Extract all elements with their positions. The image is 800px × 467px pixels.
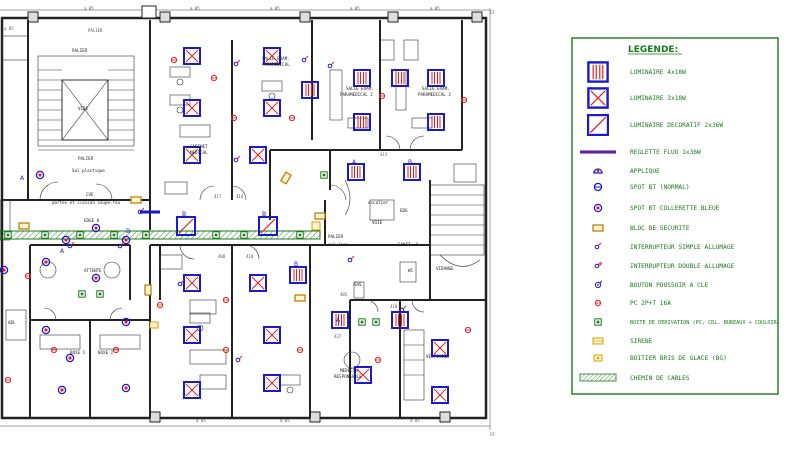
room-boxe1: BOXE 1	[70, 350, 86, 355]
room-cabinet: CABINET	[190, 144, 208, 149]
room-cabinet-sub: MEDICAL	[190, 150, 208, 155]
room-salle-exam-right: SALLE EXAM.	[422, 86, 450, 91]
legend-label-5: SPOT BT (NORMAL)	[630, 184, 690, 191]
svg-text:a 85: a 85	[4, 26, 14, 31]
svg-text:CF: CF	[490, 432, 495, 437]
svg-text:415: 415	[380, 152, 388, 157]
svg-text:B: B	[262, 211, 266, 218]
room-cve: CVE	[86, 192, 94, 197]
legend-label-12: BOITE DE DERIVATION (PC, CDL, BUREAUX + …	[630, 320, 780, 326]
legend-title: LEGENDE:	[628, 45, 678, 55]
room-escalier: escalier	[368, 200, 389, 205]
legend-label-1: LUMINAIRE 3x18W	[630, 95, 686, 102]
svg-text:a 85: a 85	[84, 6, 94, 11]
svg-text:B: B	[182, 211, 186, 218]
svg-text:B: B	[294, 261, 298, 268]
room-palier-mid-sub: Sol plastique	[72, 168, 105, 173]
room-adl: ADL	[8, 320, 16, 325]
svg-text:405: 405	[340, 292, 348, 297]
legend-symbol-sirene-icon	[592, 337, 604, 345]
svg-text:416: 416	[236, 194, 244, 199]
room-sanit: SANIT. H	[398, 242, 419, 247]
svg-text:a 85: a 85	[196, 418, 206, 423]
svg-text:a 85: a 85	[190, 6, 200, 11]
svg-text:a 85: a 85	[410, 418, 420, 423]
room-boxe2: BOXE 2	[98, 350, 114, 355]
legend-symbol-boite-derivation-icon	[594, 318, 602, 326]
room-vide: VIDE	[78, 106, 89, 111]
room-wc: WC	[408, 268, 414, 273]
legend-label-2: LUMINAIRE DECORATIF 2x36W	[630, 122, 723, 129]
room-salle-exam-left-sub: PARAMEDICAL	[262, 62, 290, 67]
legend-label-11: PC 2P+T 16A	[630, 300, 671, 307]
legend-symbol-chemin-cables-icon	[579, 373, 617, 382]
svg-text:B: B	[126, 228, 130, 235]
room-palier-top: PALIER	[72, 48, 88, 53]
room-voie: VOIE	[372, 220, 383, 225]
legend-symbol-applique-icon	[593, 168, 603, 174]
room-attente: ATTENTE	[84, 268, 102, 273]
room-salle-exam-left: SALLE EXAM.	[262, 56, 290, 61]
legend-label-7: BLOC DE SECURITE	[630, 225, 690, 232]
legend-symbol-interrupteur-double-icon	[594, 261, 603, 269]
room-palier-mid: PALIER	[78, 156, 94, 161]
svg-text:408: 408	[218, 254, 226, 259]
legend-symbol-bouton-poussoir-icon	[594, 280, 603, 289]
legend-panel: LEGENDE:	[571, 37, 780, 395]
svg-text:410: 410	[246, 254, 254, 259]
legend-label-9: INTERRUPTEUR DOUBLE ALLUMAGE	[630, 263, 735, 270]
svg-text:A: A	[60, 248, 65, 255]
legend-label-6: SPOT BT COLLERETTE BLEUE	[630, 205, 720, 212]
svg-text:418: 418	[390, 304, 398, 309]
svg-text:417: 417	[214, 194, 222, 199]
legend-symbol-bloc-securite-icon	[592, 224, 604, 232]
plan-drawing: A A B B B A B A B PALIER 417 416 408 410…	[0, 5, 495, 437]
room-cve-sub: portes et cloison coupe-feu	[52, 200, 121, 205]
svg-text:B: B	[408, 159, 412, 166]
legend-label-10: BOUTON POUSSOIR A CLE	[630, 282, 709, 289]
legend-label-0: LUMINAIRE 4x18W	[630, 69, 686, 76]
svg-text:PALIER: PALIER	[88, 28, 103, 33]
room-palier-right-sub: sol lino	[328, 242, 349, 247]
legend-label-14: BOITIER BRIS DE GLACE (BG)	[630, 355, 727, 362]
room-sas: SAS	[354, 282, 362, 287]
room-palier-right: PALIER	[328, 234, 344, 239]
room-medecin-sub: RESPONSABLE	[334, 374, 362, 379]
svg-text:a 85: a 85	[270, 6, 280, 11]
room-vidange: VIDANGE	[436, 266, 454, 271]
svg-text:a 85: a 85	[430, 6, 440, 11]
legend-label-13: SIRENE	[630, 338, 653, 345]
legend-label-4: APPLIQUE	[630, 168, 660, 175]
legend-label-15: CHEMIN DE CABLES	[630, 375, 690, 382]
legend-symbol-bris-glace-icon	[593, 354, 603, 362]
svg-text:A: A	[352, 159, 357, 166]
room-salle-exam-right-sub: PARAMEDICAL 3	[418, 92, 451, 97]
legend-label-8: INTERRUPTEUR SIMPLE ALLUMAGE	[630, 244, 735, 251]
room-salle-exam-mid-sub: PARAMEDICAL 2	[340, 92, 373, 97]
svg-text:CF: CF	[490, 10, 495, 15]
room-vestiaire: VESTIAIRE	[426, 354, 449, 359]
legend-symbol-spot-bt-icon	[593, 182, 603, 192]
room-edg: EDG	[400, 208, 408, 213]
room-edge-tag: EDGE 8	[84, 218, 100, 223]
room-salle-exam-mid: SALLE EXAM.	[346, 86, 374, 91]
legend-label-3: REGLETTE FLUO 1x36W	[630, 149, 701, 156]
svg-text:A: A	[336, 317, 341, 324]
svg-text:a 85: a 85	[280, 418, 290, 423]
svg-text:A: A	[20, 175, 25, 182]
room-medecin: MEDECIN	[340, 368, 358, 373]
svg-text:437: 437	[334, 334, 342, 339]
svg-text:a 85: a 85	[350, 6, 360, 11]
